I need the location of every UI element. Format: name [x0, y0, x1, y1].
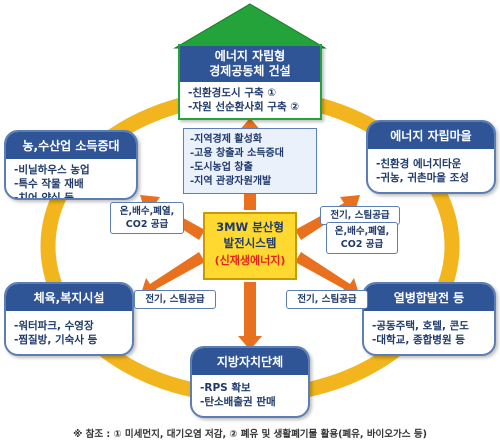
chp-title: 열병합발전 등 [364, 284, 494, 311]
label-line: 전기, 스팀공급 [297, 294, 357, 305]
local-gov-card: 지방자치단체 -RPS 확보 -탄소배출권 판매 [190, 346, 310, 418]
benefit-item: -지역 관광자원개발 [190, 176, 272, 187]
top-goal-title: 에너지 자립형 경제공동체 건설 [180, 46, 320, 82]
sports-welfare-title: 체육,복지시설 [6, 284, 132, 311]
energy-village-title: 에너지 자립마을 [368, 122, 494, 149]
arrow-down [238, 282, 262, 350]
local-gov-title: 지방자치단체 [192, 348, 308, 375]
gov-item: -RPS 확보 [200, 382, 251, 394]
village-item: -귀농, 귀촌마을 조성 [376, 172, 469, 184]
welfare-item: -찜질방, 기숙사 등 [14, 334, 98, 346]
top-goal-items: -친환경도시 구축 ① -자원 선순환사회 구축 ② [180, 82, 320, 118]
agri-item: -비닐하우스 농업 [14, 164, 90, 176]
sports-welfare-card: 체육,복지시설 -워터파크, 수영장 -찜질방, 기숙사 등 [4, 282, 134, 356]
agri-income-card: 농,수산업 소득증대 -비닐하우스 농업 -특수 작물 재배 -치어 양식 등 [4, 130, 138, 200]
label-line: 전기, 스팀공급 [145, 294, 205, 305]
agri-income-title: 농,수산업 소득증대 [6, 132, 136, 159]
center-benefits-box: -지역경제 활성화 -고용 창출과 소득증대 -도시농업 창출 -지역 관광자원… [183, 128, 317, 194]
label-line: CO2 공급 [340, 239, 384, 250]
label-line: CO2 공급 [125, 219, 169, 230]
top-goal-item: -자원 선순환사회 구축 ② [188, 101, 300, 113]
center-subtitle: (신재생에너지) [214, 254, 286, 267]
label-right-mid: 전기, 스팀공급 [286, 290, 368, 309]
chp-card: 열병합발전 등 -공동주택, 호텔, 콘도 -대학교, 종합병원 등 [362, 282, 496, 356]
agri-item: -특수 작물 재배 [14, 178, 84, 190]
local-gov-items: -RPS 확보 -탄소배출권 판매 [192, 375, 308, 413]
label-left-top: 온,배수,폐열, CO2 공급 [110, 202, 184, 234]
center-title-line2: 발전시스템 [223, 236, 277, 250]
benefit-item: -고용 창출과 소득증대 [190, 148, 284, 159]
benefit-item: -도시농업 창출 [190, 162, 253, 173]
welfare-item: -워터파크, 수영장 [14, 320, 94, 332]
benefit-item: -지역경제 활성화 [190, 134, 263, 145]
label-left-mid: 전기, 스팀공급 [134, 290, 216, 309]
chp-items: -공동주택, 호텔, 콘도 -대학교, 종합병원 등 [364, 311, 494, 351]
label-line: 온,배수,폐열, [119, 206, 175, 217]
chp-item: -공동주택, 호텔, 콘도 [372, 320, 469, 332]
chp-item: -대학교, 종합병원 등 [372, 334, 465, 346]
village-item: -친환경 에너지타운 [376, 158, 462, 170]
agri-income-items: -비닐하우스 농업 -특수 작물 재배 -치어 양식 등 [6, 159, 136, 200]
label-line: 온,배수,폐열, [334, 226, 390, 237]
label-line: 전기, 스팀공급 [330, 210, 390, 221]
top-goal-title-line1: 에너지 자립형 [214, 49, 286, 63]
center-title-line1: 3MW 분산형 [216, 220, 284, 234]
arrow-left-down [140, 252, 205, 297]
sports-welfare-items: -워터파크, 수영장 -찜질방, 기숙사 등 [6, 311, 132, 351]
top-goal-box: 에너지 자립형 경제공동체 건설 -친환경도시 구축 ① -자원 선순환사회 구… [178, 44, 322, 120]
arrow-right-down [295, 252, 360, 297]
label-right-top-b: 온,배수,폐열, CO2 공급 [326, 222, 398, 254]
energy-village-items: -친환경 에너지타운 -귀농, 귀촌마을 조성 [368, 149, 494, 189]
agri-item: -치어 양식 등 [14, 192, 74, 200]
top-goal-item: -친환경도시 구축 ① [188, 87, 277, 99]
top-triangle [173, 3, 327, 49]
center-system-box: 3MW 분산형 발전시스템 (신재생에너지) [203, 212, 297, 280]
energy-village-card: 에너지 자립마을 -친환경 에너지타운 -귀농, 귀촌마을 조성 [366, 120, 496, 194]
gov-item: -탄소배출권 판매 [200, 396, 276, 408]
footnote: ※ 참조 : ① 미세먼지, 대기오염 저감, ② 폐유 및 생활폐기물 활용(… [73, 429, 427, 440]
top-goal-title-line2: 경제공동체 건설 [209, 64, 291, 78]
